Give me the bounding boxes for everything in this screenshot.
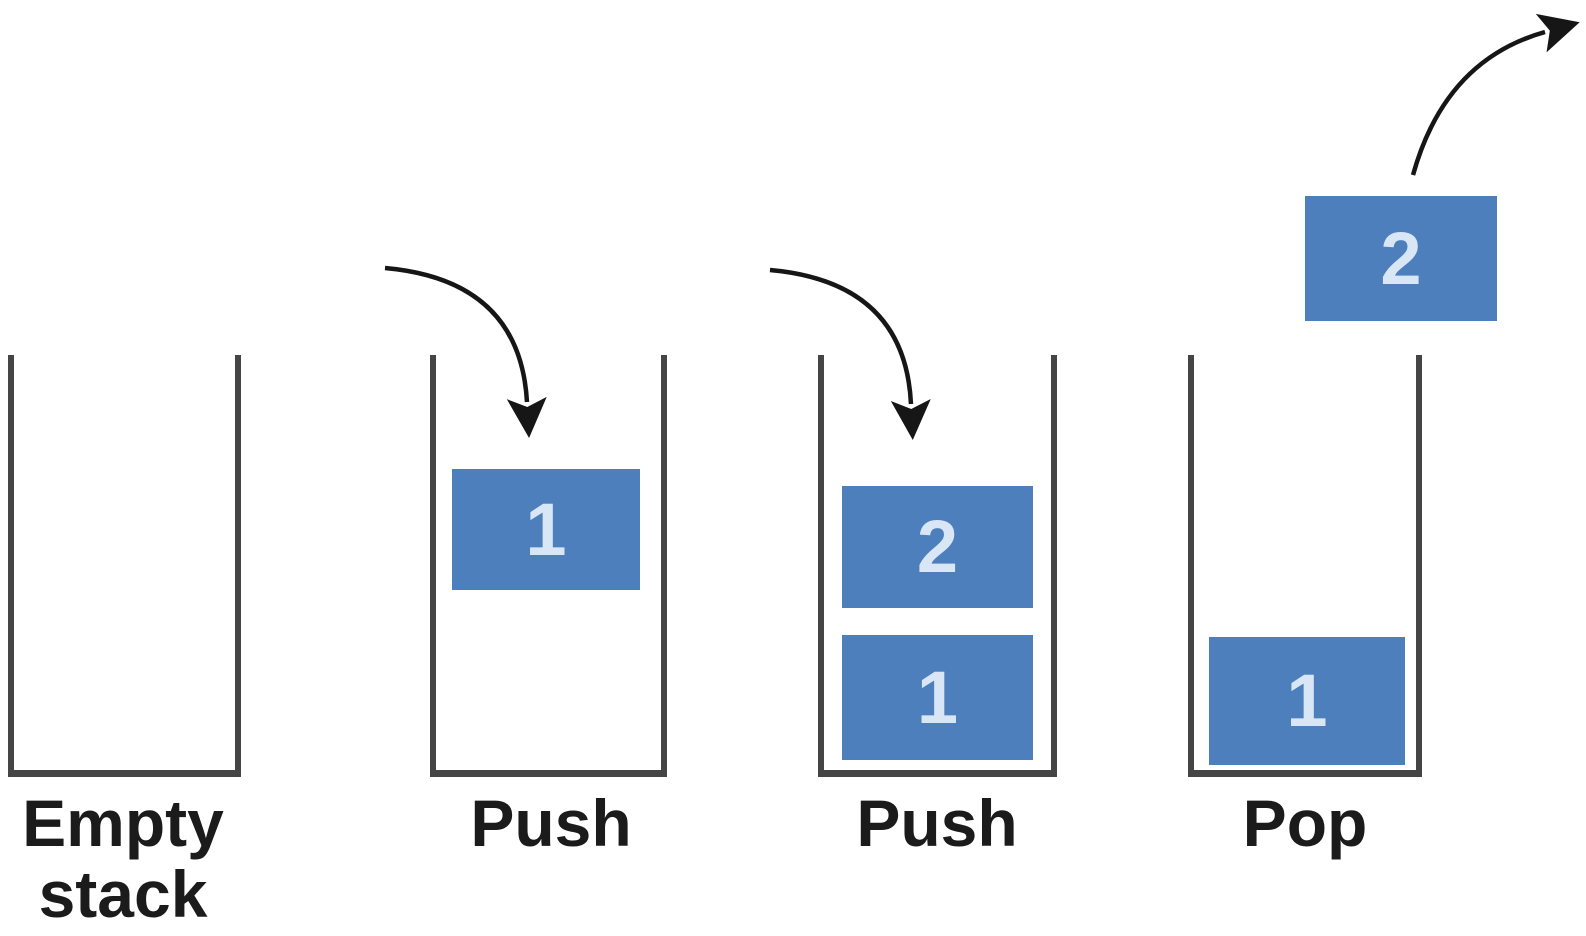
container-left-wall xyxy=(1188,355,1194,777)
container-left-wall xyxy=(430,355,436,777)
stack-item-value: 1 xyxy=(525,487,567,571)
stack-item-value: 1 xyxy=(1286,659,1328,742)
container-right-wall xyxy=(661,355,667,777)
container-right-wall xyxy=(1051,355,1057,777)
stack-item-value: 2 xyxy=(1380,216,1422,300)
stack-item-box: 1 xyxy=(1209,637,1405,765)
push-arrow-2-icon xyxy=(769,267,931,440)
label-line-1: Empty xyxy=(22,786,224,860)
panel-label-push-2: Push xyxy=(856,786,1018,860)
label-line-2: stack xyxy=(38,857,208,931)
stack-item-box: 1 xyxy=(842,635,1033,760)
container-base xyxy=(818,770,1057,777)
stack-item-box: 2 xyxy=(842,486,1033,608)
panel-label-pop: Pop xyxy=(1242,786,1368,860)
container-base xyxy=(1188,770,1422,777)
stack-item-value: 2 xyxy=(916,505,959,588)
container-left-wall xyxy=(8,355,14,777)
container-left-wall xyxy=(818,355,824,777)
container-right-wall xyxy=(1416,355,1422,777)
container-right-wall xyxy=(235,355,241,777)
panel-label-push-1: Push xyxy=(470,786,632,860)
container-base xyxy=(430,770,667,777)
pop-arrow-icon xyxy=(1410,13,1580,176)
popped-item-box: 2 xyxy=(1305,196,1497,321)
container-base xyxy=(8,770,241,777)
stack-item-value: 1 xyxy=(916,655,959,739)
panel-label-empty-stack: Empty stack xyxy=(3,788,243,930)
push-arrow-1-icon xyxy=(384,265,547,438)
stack-item-box: 1 xyxy=(452,469,640,590)
